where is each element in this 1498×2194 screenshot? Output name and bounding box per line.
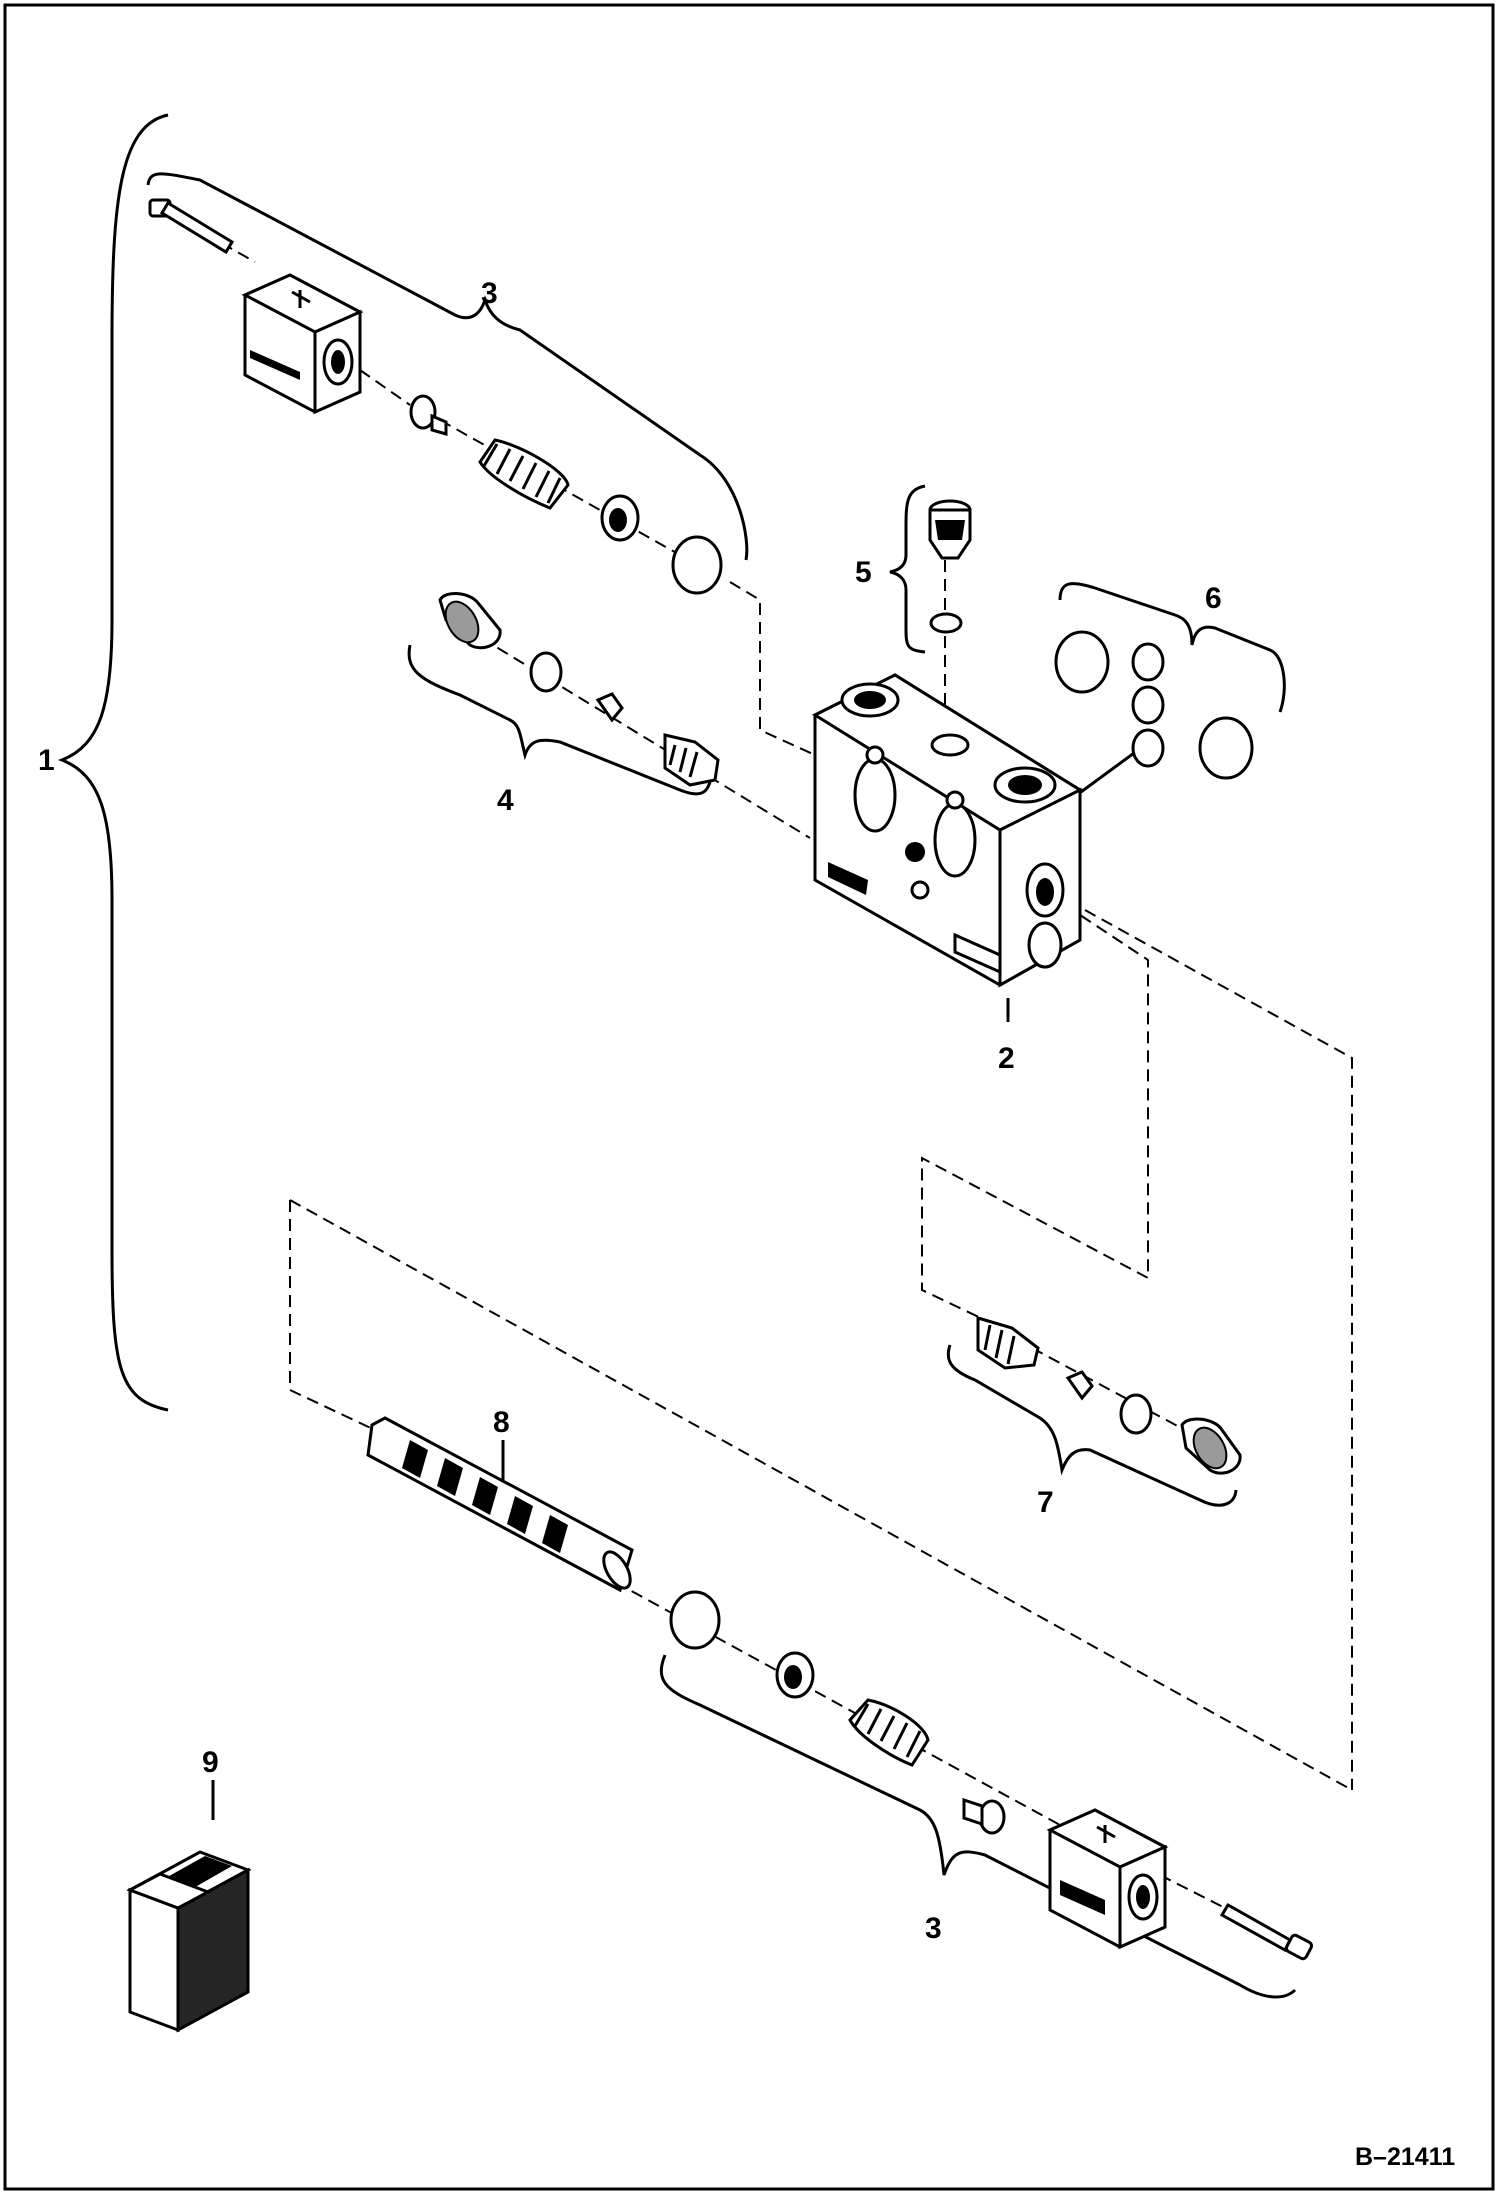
set6-o-ring-large-left bbox=[1054, 630, 1110, 694]
top-spring bbox=[478, 438, 570, 510]
set4-poppet bbox=[595, 692, 624, 723]
set7-plug bbox=[1180, 1417, 1242, 1475]
bottom-bolt bbox=[1219, 1902, 1314, 1961]
top-o-ring bbox=[671, 535, 723, 595]
bottom-spring bbox=[848, 1698, 930, 1767]
spool bbox=[366, 1416, 634, 1593]
callout-7: 7 bbox=[1037, 1486, 1054, 1519]
set5-plug bbox=[928, 499, 972, 560]
callout-3-bottom: 3 bbox=[925, 1912, 942, 1945]
bottom-spring-seat bbox=[962, 1797, 1006, 1835]
callout-3-top: 3 bbox=[481, 277, 498, 310]
callout-5: 5 bbox=[855, 556, 872, 589]
top-spring-cap-housing bbox=[241, 273, 364, 415]
bottom-spring-cap-housing bbox=[1046, 1808, 1169, 1950]
centerline-top-cap bbox=[359, 369, 411, 406]
centerline-spool-loop bbox=[289, 1200, 376, 1431]
callout-9: 9 bbox=[202, 1746, 219, 1779]
centerline-long-diagonal bbox=[289, 1199, 1353, 1791]
set6-o-ring-small-2 bbox=[1131, 685, 1165, 725]
set4-o-ring bbox=[529, 651, 563, 693]
callout-1: 1 bbox=[38, 744, 55, 777]
seal-kit-box bbox=[126, 1850, 252, 2033]
set4-check-valve bbox=[663, 733, 720, 787]
drawing-frame bbox=[3, 3, 1495, 2191]
callout-6: 6 bbox=[1205, 582, 1222, 615]
brace-6 bbox=[1058, 582, 1286, 713]
top-bolt bbox=[148, 198, 235, 255]
callout-2: 2 bbox=[998, 1042, 1015, 1075]
centerline-set-4 bbox=[464, 627, 811, 839]
set4-plug bbox=[438, 592, 502, 650]
callout-4: 4 bbox=[497, 784, 514, 817]
brace-1 bbox=[57, 113, 169, 1412]
drawing-reference-code: B–21411 bbox=[1355, 2143, 1455, 2171]
set7-poppet bbox=[1065, 1370, 1094, 1401]
bottom-washer bbox=[775, 1651, 815, 1699]
brace-5 bbox=[889, 484, 926, 654]
set6-o-ring-small-3 bbox=[1131, 728, 1165, 768]
valve-section-body bbox=[811, 673, 1084, 988]
bottom-o-ring bbox=[669, 1590, 721, 1650]
set7-o-ring bbox=[1119, 1393, 1153, 1435]
centerline-body-right bbox=[1084, 909, 1353, 1790]
centerline-top-to-body bbox=[729, 581, 816, 756]
set5-o-ring bbox=[929, 612, 963, 634]
centerline-bottom-bolt bbox=[1159, 1874, 1226, 1909]
set7-check-valve bbox=[976, 1315, 1040, 1370]
top-washer bbox=[600, 494, 640, 542]
set6-o-ring-small-1 bbox=[1131, 642, 1165, 682]
centerline-set-7 bbox=[1031, 1347, 1186, 1431]
brace-7 bbox=[946, 1344, 1238, 1507]
brace-4 bbox=[407, 644, 714, 796]
centerline-set-7-loop bbox=[921, 904, 1149, 1321]
brace-3-top bbox=[146, 172, 749, 561]
brace-3-bottom bbox=[659, 1654, 1297, 1999]
set6-o-ring-large-right bbox=[1198, 716, 1254, 780]
callout-8: 8 bbox=[493, 1406, 510, 1439]
top-spring-seat bbox=[409, 394, 448, 436]
